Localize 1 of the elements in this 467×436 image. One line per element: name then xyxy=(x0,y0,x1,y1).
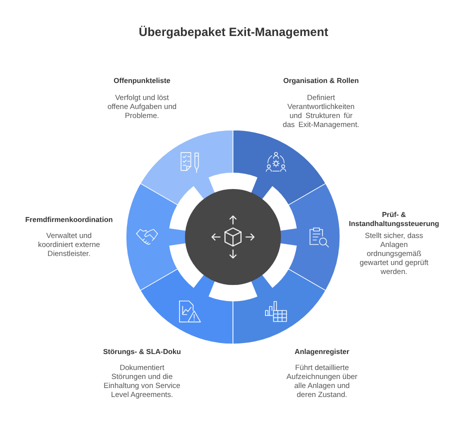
diagram-title: Übergabepaket Exit-Management xyxy=(138,24,328,40)
